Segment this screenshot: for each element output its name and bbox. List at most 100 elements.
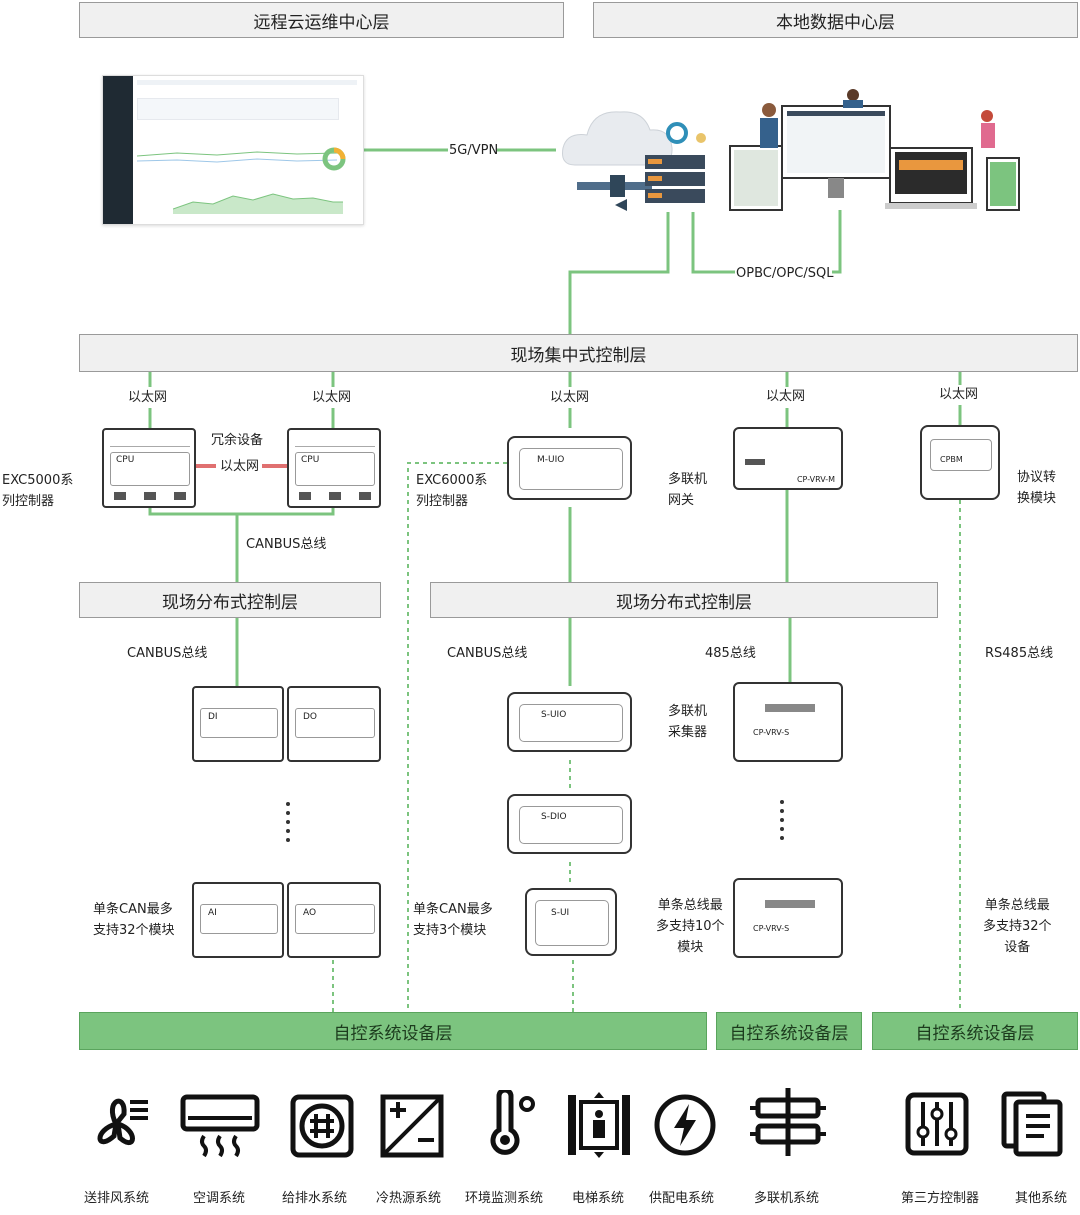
muio-controller: M-UIO	[507, 436, 632, 500]
can3-line-2: 支持3个模块	[413, 922, 487, 938]
remote-cloud-layer: 远程云运维中心层	[79, 2, 564, 38]
gateway-line-1: 多联机	[668, 472, 708, 487]
ai-module: AI	[192, 882, 284, 958]
fan-icon	[97, 1098, 148, 1145]
suio-label: S-UIO	[541, 710, 567, 720]
equipment-layer-2: 自控系统设备层	[716, 1012, 862, 1050]
ao-label: AO	[303, 908, 317, 918]
opc-link-label: OPBC/OPC/SQL	[736, 266, 834, 281]
can3-line-1: 单条CAN最多	[413, 902, 493, 917]
system-label-water: 给排水系统	[282, 1191, 348, 1206]
cpu-controller-2: CPU	[287, 428, 381, 508]
bus10-line-1: 单条总线最	[657, 898, 723, 913]
can32-line-1: 单条CAN最多	[93, 902, 173, 917]
bus32-line-3: 设备	[1004, 939, 1031, 955]
redundant-ethernet-label: 以太网	[220, 459, 260, 474]
sliders-icon	[905, 1092, 969, 1156]
sui-module: S-UI	[525, 888, 617, 956]
bus32-note: 单条总线最 多支持32个 设备	[983, 896, 1052, 958]
sdio-label: S-DIO	[541, 812, 567, 822]
system-label-power: 供配电系统	[649, 1191, 715, 1206]
water-valve-icon	[290, 1094, 354, 1158]
bus485-label: 485总线	[705, 646, 756, 661]
cpu-label: CPU	[116, 455, 135, 465]
exc5000-line-2: 列控制器	[2, 493, 55, 509]
collector-label: 多联机 采集器	[668, 702, 707, 744]
exc6000-label: EXC6000系 列控制器	[416, 471, 487, 513]
workstation-illustration	[729, 89, 1020, 211]
redundant-device-label: 冗余设备	[211, 433, 264, 448]
gateway-label: 多联机 网关	[668, 470, 707, 512]
power-source-icon	[380, 1094, 444, 1158]
system-label-vrv: 多联机系统	[754, 1191, 820, 1206]
muio-label: M-UIO	[537, 455, 565, 465]
system-label-fan: 送排风系统	[84, 1191, 150, 1206]
proto-line-1: 协议转	[1017, 470, 1057, 485]
system-label-env: 环境监测系统	[465, 1191, 544, 1206]
equipment-layer-3: 自控系统设备层	[872, 1012, 1078, 1050]
ethernet-label-1: 以太网	[128, 390, 168, 405]
vpn-link-label: 5G/VPN	[449, 143, 499, 158]
di-module: DI	[192, 686, 284, 762]
cloud-server-icon	[562, 111, 706, 211]
sui-label: S-UI	[551, 908, 570, 918]
vrv-gateway: CP-VRV-M	[733, 427, 843, 490]
bus32-line-1: 单条总线最	[984, 898, 1050, 913]
ai-label: AI	[208, 908, 217, 918]
vrv-s-label: CP-VRV-S	[753, 728, 790, 737]
system-label-elevator: 电梯系统	[572, 1191, 625, 1206]
ethernet-label-5: 以太网	[939, 387, 979, 402]
exc6000-line-2: 列控制器	[416, 493, 469, 509]
lightning-icon	[654, 1094, 716, 1156]
air-conditioner-icon	[180, 1094, 260, 1158]
can32-line-2: 支持32个模块	[93, 922, 175, 938]
protocol-converter: CPBM	[920, 425, 1000, 500]
canbus-left-label: CANBUS总线	[127, 646, 208, 661]
bus10-line-2: 多支持10个	[656, 918, 725, 934]
canbus-top-label: CANBUS总线	[246, 537, 327, 552]
suio-module: S-UIO	[507, 692, 632, 752]
local-data-layer: 本地数据中心层	[593, 2, 1078, 38]
bus32-line-2: 多支持32个	[983, 918, 1052, 934]
vrv-m-label: CP-VRV-M	[796, 475, 835, 484]
gateway-line-2: 网关	[668, 492, 695, 508]
exc6000-line-1: EXC6000系	[416, 473, 488, 488]
bus10-line-3: 模块	[677, 939, 704, 955]
system-label-third-party: 第三方控制器	[901, 1191, 980, 1206]
central-control-layer: 现场集中式控制层	[79, 334, 1078, 372]
vrv-s-label: CP-VRV-S	[753, 924, 790, 933]
cpbm-label: CPBM	[940, 455, 963, 464]
vrv-icon	[750, 1088, 826, 1156]
ao-module: AO	[287, 882, 381, 958]
can3-note: 单条CAN最多 支持3个模块	[413, 900, 493, 942]
rs485-label: RS485总线	[985, 646, 1054, 661]
system-label-aircon: 空调系统	[193, 1191, 246, 1206]
canbus-mid-label: CANBUS总线	[447, 646, 528, 661]
ethernet-label-4: 以太网	[766, 389, 806, 404]
vrv-collector-2: CP-VRV-S	[733, 878, 843, 958]
cpu-label: CPU	[301, 455, 320, 465]
ellipsis-dots-right	[780, 800, 784, 840]
vrv-collector-1: CP-VRV-S	[733, 682, 843, 762]
system-label-other: 其他系统	[1015, 1191, 1068, 1206]
sdio-module: S-DIO	[507, 794, 632, 854]
elevator-icon	[568, 1092, 630, 1158]
cpu-controller-1: CPU	[102, 428, 196, 508]
distributed-layer-left: 现场分布式控制层	[79, 582, 381, 618]
distributed-layer-mid: 现场分布式控制层	[430, 582, 938, 618]
bus10-note: 单条总线最 多支持10个 模块	[656, 896, 725, 958]
do-module: DO	[287, 686, 381, 762]
dashboard-screenshot	[102, 75, 364, 225]
do-label: DO	[303, 712, 318, 722]
di-label: DI	[208, 712, 218, 722]
proto-line-2: 换模块	[1017, 490, 1057, 506]
exc5000-label: EXC5000系 列控制器	[2, 471, 73, 513]
equipment-layer-1: 自控系统设备层	[79, 1012, 707, 1050]
collector-line-2: 采集器	[668, 724, 708, 740]
collector-line-1: 多联机	[668, 704, 708, 719]
can32-note: 单条CAN最多 支持32个模块	[93, 900, 175, 942]
protocol-converter-label: 协议转 换模块	[1017, 468, 1056, 510]
system-label-heat: 冷热源系统	[376, 1191, 442, 1206]
ethernet-label-3: 以太网	[550, 390, 590, 405]
